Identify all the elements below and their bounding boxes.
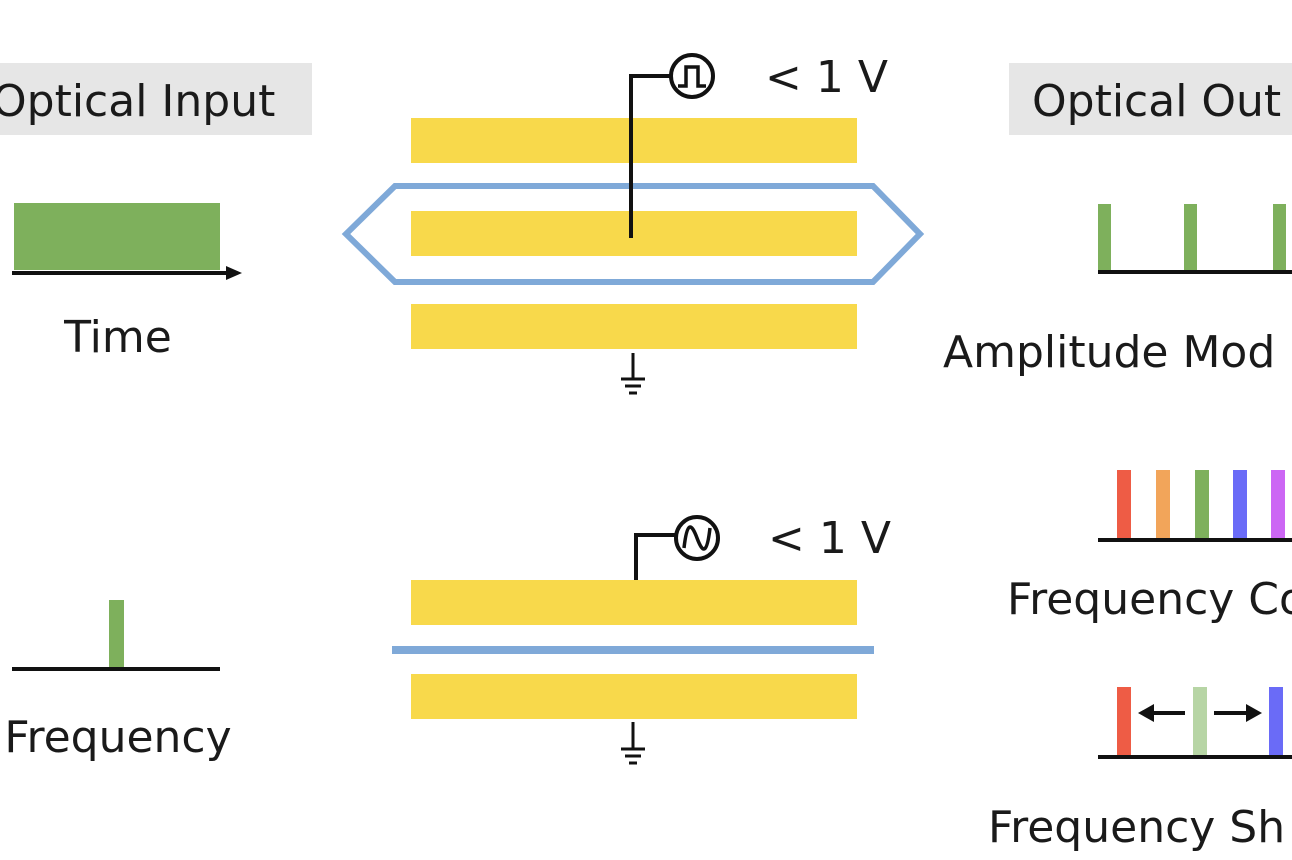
mzi-waveguide [341,183,925,285]
comb-line-5 [1271,470,1285,538]
comb-line-1 [1117,470,1131,538]
pulse-2 [1184,204,1197,270]
comb-line-2 [1156,470,1170,538]
output-header-bg [1009,63,1292,135]
pulse-1 [1098,204,1111,270]
shift-label: Frequency Sh [988,802,1285,853]
shift-line-blue [1269,687,1283,755]
frequency-label: Frequency [4,712,231,763]
bottom-signal-electrode [411,580,857,625]
top-voltage-label: < 1 V [765,52,888,103]
arrow-right-icon [1214,704,1262,722]
top-signal-electrode [411,118,857,163]
bottom-voltage-label: < 1 V [768,513,891,564]
input-time-pulse [14,203,220,270]
center-electrode [411,211,857,256]
top-drive-lead [629,74,671,238]
input-frequency-line [109,600,124,668]
amplitude-label: Amplitude Mod [943,327,1275,378]
time-axis-arrowhead [226,266,242,280]
pulse-3 [1273,204,1286,270]
square-pulse-source-icon [669,53,715,99]
output-header: Optical Out [1032,76,1281,127]
ground-electrode [411,304,857,349]
comb-line-3 [1195,470,1209,538]
sine-source-icon [674,515,720,561]
shift-line-original [1193,687,1207,755]
comb-label: Frequency Co [1007,574,1292,625]
input-header: Optical Input [0,76,275,127]
bottom-ground-electrode [411,674,857,719]
ground-icon [621,722,645,765]
arrow-left-icon [1138,704,1185,722]
comb-line-4 [1233,470,1247,538]
ground-icon [621,353,645,395]
time-label: Time [63,312,172,363]
bottom-drive-lead [634,533,676,580]
input-header-bg [0,63,312,135]
shift-line-red [1117,687,1131,755]
